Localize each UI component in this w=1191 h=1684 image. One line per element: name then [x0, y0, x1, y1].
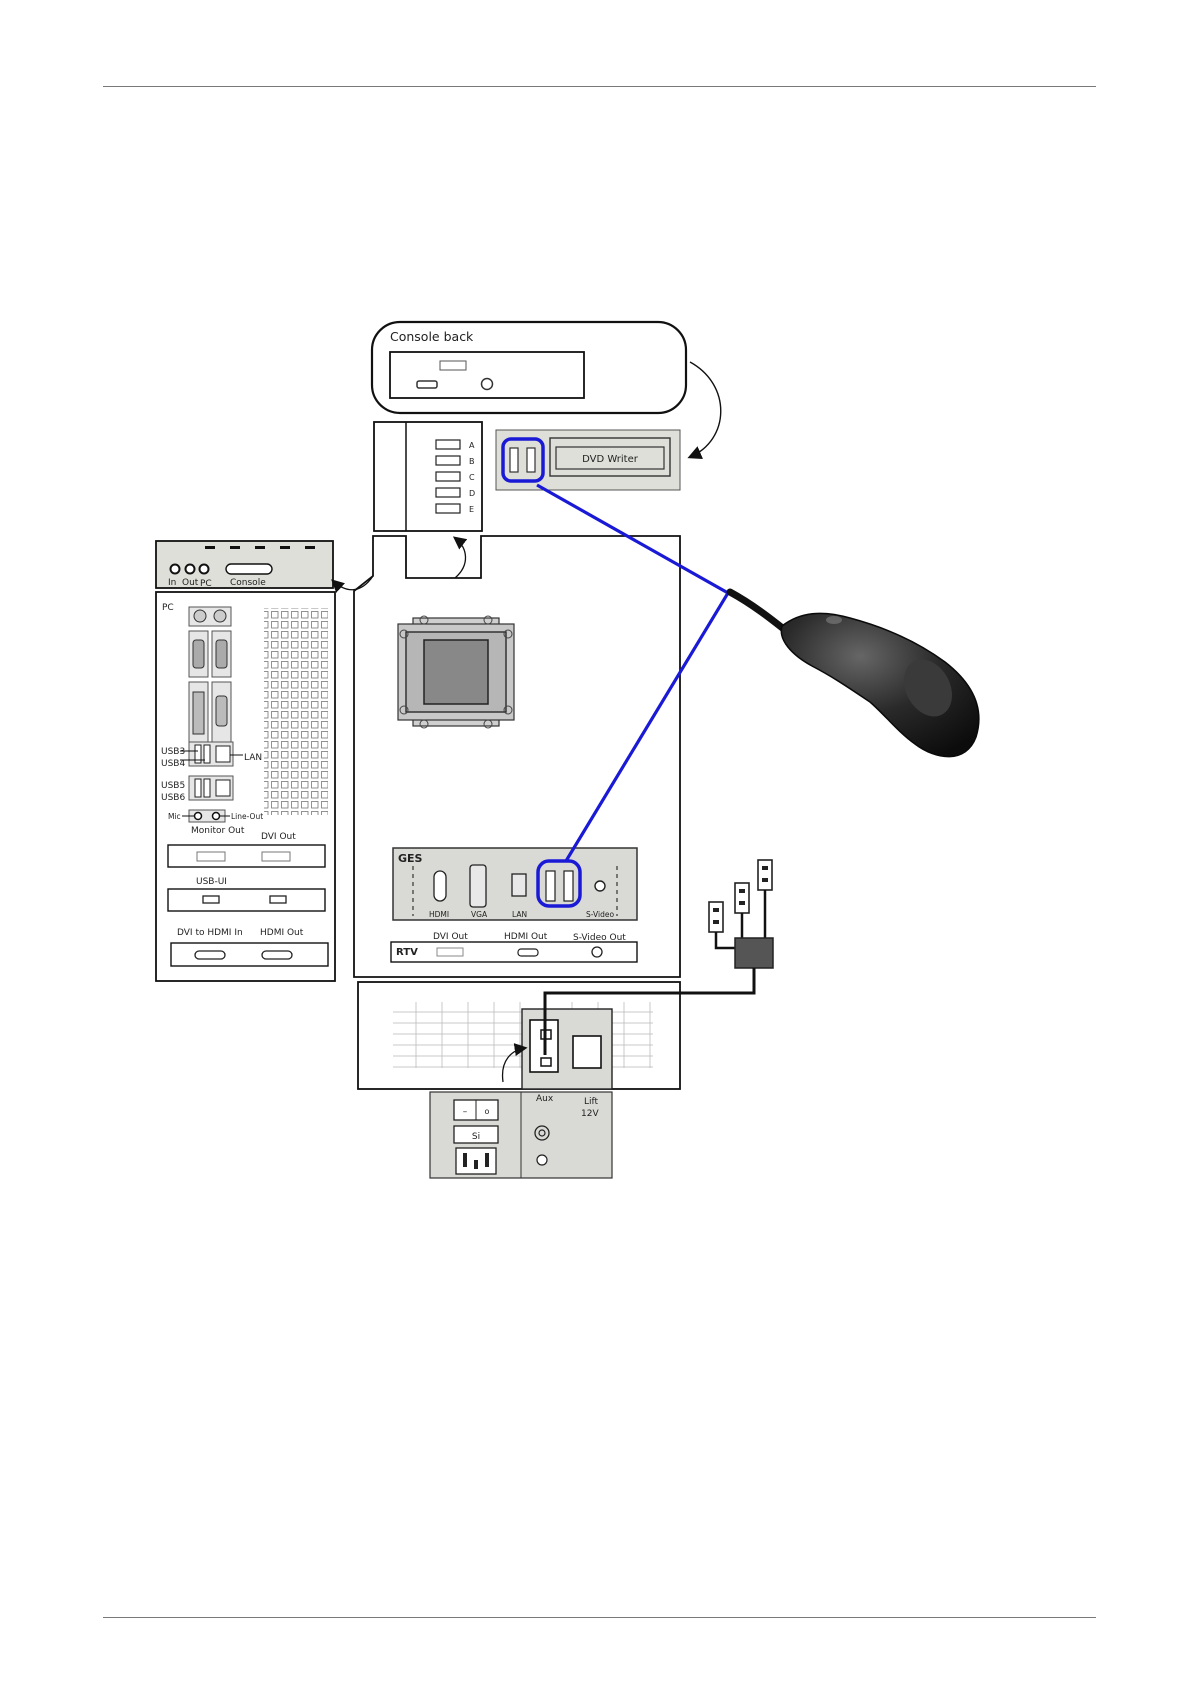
usb4-label: USB4 — [161, 759, 185, 769]
line-out-label: Line-Out — [231, 812, 263, 821]
serial-port-2 — [216, 640, 227, 668]
usb-hub-letter-d: D — [469, 489, 475, 498]
ges-vga-port — [470, 865, 486, 907]
serial-port-1 — [193, 640, 204, 668]
ges-vga-label: VGA — [471, 910, 488, 919]
pc-vent-grid — [264, 608, 328, 815]
ges-panel: GES HDMI VGA LAN S-Video — [393, 848, 637, 920]
pc-top-out: Out — [182, 578, 199, 588]
lift-socket — [573, 1036, 601, 1068]
ges-title: GES — [398, 852, 423, 865]
audio-out-port — [186, 565, 195, 574]
console-back-title: Console back — [390, 329, 474, 344]
dvd-writer-panel: DVD Writer — [496, 430, 680, 490]
lift-jack — [537, 1155, 547, 1165]
pc-label: PC — [162, 603, 174, 613]
ges-hdmi-port — [434, 871, 446, 901]
lower-cabinet — [358, 982, 680, 1089]
aux-label: Aux — [536, 1094, 554, 1104]
pc-vga-port — [216, 696, 227, 726]
usb-hub-letter-a: A — [469, 441, 475, 450]
pc-top-pc: PC — [200, 579, 212, 589]
ges-hdmi-label: HDMI — [429, 910, 449, 919]
usb5-port — [195, 779, 201, 797]
fuse-label: Si — [472, 1132, 480, 1142]
lift-voltage-label: 12V — [581, 1109, 599, 1119]
ges-lan-label: LAN — [512, 910, 527, 919]
power-panel: – o Si Aux Lift 12V — [430, 1092, 612, 1178]
usb-ui-card — [168, 889, 325, 911]
usb-ui-label: USB-UI — [196, 877, 227, 887]
ges-usb-port-1 — [546, 871, 555, 901]
dvi-to-hdmi-in-label: DVI to HDMI In — [177, 928, 243, 938]
audio-in-port — [171, 565, 180, 574]
usb-hub-letter-c: C — [469, 473, 475, 482]
mic-jack — [195, 813, 202, 820]
ps2-port-1 — [194, 610, 206, 622]
usb3-label: USB3 — [161, 747, 185, 757]
barcode-scanner-icon — [730, 592, 979, 757]
rtv-dvi-out-label: DVI Out — [433, 932, 468, 942]
rtv-svideo-port — [592, 947, 602, 957]
ps2-port-2 — [214, 610, 226, 622]
pc-hdmi-out-label: HDMI Out — [260, 928, 304, 938]
dvd-usb-port-2 — [527, 448, 535, 472]
usb-hub-letter-b: B — [469, 457, 475, 466]
usb5-label: USB5 — [161, 781, 185, 791]
power-switch-on: o — [485, 1107, 490, 1116]
ges-svideo-port — [595, 881, 605, 891]
power-switch-off: – — [463, 1107, 468, 1117]
ges-lan-port — [512, 874, 526, 896]
usb6-label: USB6 — [161, 793, 185, 803]
lan-label: LAN — [244, 753, 262, 763]
console-connector — [226, 564, 272, 574]
usb6-port — [204, 779, 210, 797]
pc-dvi-out-label: DVI Out — [261, 832, 296, 842]
monitor-out-label: Monitor Out — [191, 826, 245, 836]
usb-hub-panel: A B C D E — [374, 422, 482, 531]
ges-usb-port-2 — [564, 871, 573, 901]
pc-top-console: Console — [230, 578, 266, 588]
line-out-jack — [213, 813, 220, 820]
rtv-title: RTV — [396, 947, 418, 958]
heatsink-plate — [398, 616, 514, 728]
audio-pc-port — [200, 565, 209, 574]
pc-rear-panel: PC USB3 USB4 LAN USB5 USB6 — [156, 592, 335, 981]
console-to-dvd-arrow — [690, 362, 721, 457]
lift-label: Lift — [584, 1097, 599, 1107]
pc-dvi-port — [193, 692, 204, 734]
dvd-writer-label: DVD Writer — [582, 454, 639, 465]
monitor-out-card — [168, 845, 325, 867]
hub-arrow — [455, 538, 466, 578]
power-adapter-box — [735, 938, 773, 968]
mic-label: Mic — [168, 812, 181, 821]
pc-lan-port — [216, 746, 230, 762]
pc-top-in: In — [168, 578, 176, 588]
dvd-usb-port-1 — [510, 448, 518, 472]
ges-svideo-label: S-Video — [586, 910, 614, 919]
pc-top-strip: In Out PC Console — [156, 541, 373, 590]
usb-hub-letter-e: E — [469, 505, 474, 514]
rtv-hdmi-out-label: HDMI Out — [504, 932, 548, 942]
